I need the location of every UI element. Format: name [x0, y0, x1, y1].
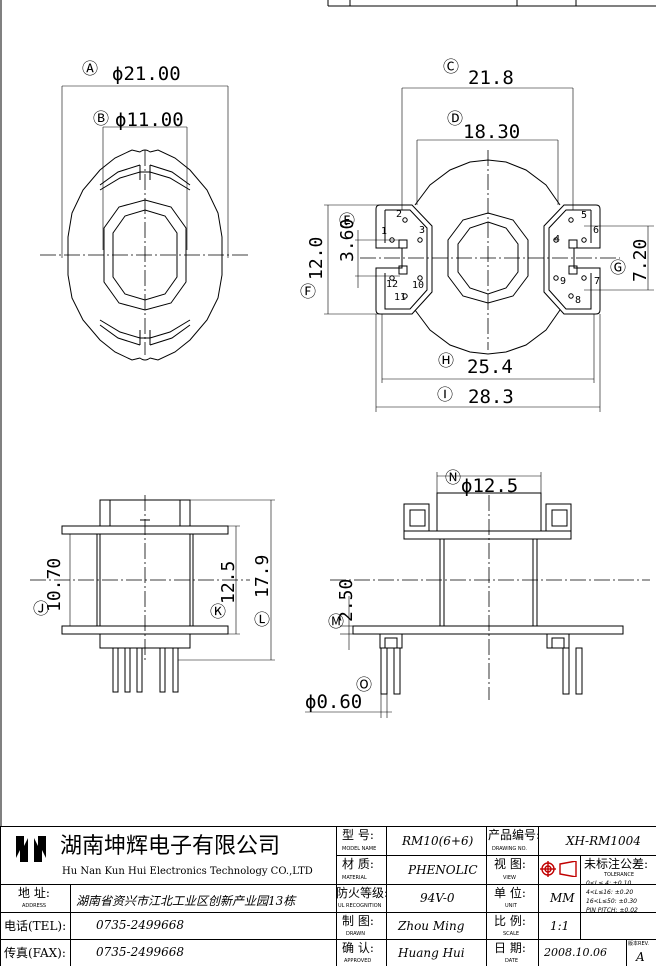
pin-4: 4	[554, 234, 560, 245]
tolerance-sub: TOLERANCE	[604, 872, 635, 878]
scale-value: 1:1	[550, 919, 570, 933]
pin-12: 12	[386, 279, 398, 290]
approved-value: Huang Hui	[398, 946, 465, 960]
pin-6: 6	[593, 225, 599, 236]
tolerance-title: 未标注公差:	[584, 857, 649, 871]
approved-sub: APPROVED	[344, 958, 372, 964]
company-logo	[14, 832, 48, 866]
label-l: Ⓛ	[254, 610, 270, 629]
drawing-no-value: XH-RM1004	[566, 834, 641, 848]
tel-value: 0735-2499668	[96, 918, 185, 932]
material-sub: MATERIAL	[342, 875, 367, 881]
unit-label: 单 位:	[494, 886, 526, 900]
dim-o: ϕ0.60	[305, 691, 362, 713]
model-value: RM10(6+6)	[402, 834, 474, 848]
dim-m: 2.50	[336, 579, 357, 622]
date-sub: DATE	[505, 958, 519, 964]
model-label: 型 号:	[342, 828, 374, 842]
label-m: Ⓜ	[328, 612, 344, 631]
side-view: Ⓙ 10.70 Ⓚ 12.5 Ⓛ 17.9	[30, 495, 275, 693]
company-name-cn: 湖南坤辉电子有限公司	[60, 834, 281, 859]
label-a: Ⓐ	[82, 59, 98, 78]
drawing-no-sub: DRAWING NO.	[492, 846, 527, 852]
dim-l: 17.9	[252, 555, 273, 598]
pin-5: 5	[581, 210, 587, 221]
top-view: Ⓐ ϕ21.00 Ⓑ ϕ11.00	[40, 59, 250, 361]
fax-label: 传真(FAX):	[4, 946, 66, 960]
label-k: Ⓚ	[210, 602, 226, 621]
label-e: Ⓔ	[339, 211, 355, 230]
drawing-no-label: 产品编号:	[488, 828, 541, 842]
material-label: 材 质:	[342, 857, 374, 871]
date-label: 日 期:	[494, 941, 526, 955]
address-value: 湖南省资兴市江北工业区创新产业园13栋	[76, 894, 296, 908]
view-sub: VIEW	[503, 875, 516, 881]
tolerance-row-4: PIN PITCH: ±0.02	[586, 907, 638, 914]
rev-value: A	[636, 950, 645, 964]
label-d: Ⓓ	[447, 109, 463, 128]
dim-b: ϕ11.00	[115, 109, 184, 131]
pin-8: 8	[575, 295, 581, 306]
dim-f: 12.0	[306, 237, 327, 280]
dim-n: ϕ12.5	[461, 475, 518, 497]
pin-3: 3	[419, 225, 425, 236]
tolerance-row-1: 0<L≤ 4: ±0.10	[586, 880, 632, 887]
label-h: Ⓗ	[438, 351, 454, 370]
flame-label: 防火等级:	[336, 886, 389, 900]
label-b: Ⓑ	[93, 109, 109, 128]
dim-k: 12.5	[218, 561, 239, 604]
address-label: 地 址:	[18, 886, 50, 900]
date-value: 2008.10.06	[544, 946, 607, 959]
dim-e: 3.60	[337, 219, 358, 262]
approved-label: 确 认:	[342, 941, 374, 955]
scale-label: 比 例:	[494, 914, 526, 928]
label-j: Ⓙ	[33, 599, 49, 618]
pin-9: 9	[560, 276, 566, 287]
pin-10: 10	[412, 280, 424, 291]
dim-a: ϕ21.00	[112, 63, 181, 85]
unit-value: MM	[550, 891, 575, 905]
tolerance-row-3: 16<L≤50: ±0.30	[586, 898, 637, 905]
label-o: Ⓞ	[356, 675, 372, 694]
label-i: Ⓘ	[437, 385, 453, 404]
drawn-sub: DRAWN	[346, 931, 365, 937]
drawn-value: Zhou Ming	[398, 919, 465, 933]
flame-sub: UL RECOGNITION	[338, 903, 382, 909]
company-name-en: Hu Nan Kun Hui Electronics Technology CO…	[62, 866, 313, 877]
address-sub: ADDRESS	[22, 903, 47, 909]
fax-value: 0735-2499668	[96, 945, 185, 959]
dim-j: 10.70	[44, 558, 65, 612]
drawn-label: 制 图:	[342, 914, 374, 928]
model-sub: MODEL NAME	[342, 846, 377, 852]
technical-drawing: Ⓐ ϕ21.00 Ⓑ ϕ11.00 1 2 3 10 11	[0, 0, 656, 826]
tolerance-row-2: 4<L≤16: ±0.20	[586, 889, 634, 896]
pin-2: 2	[396, 209, 402, 220]
rev-label: 版本REV.	[628, 941, 649, 947]
dim-d: 18.30	[463, 121, 520, 143]
pin-11: 11	[394, 292, 406, 303]
dim-i: 28.3	[468, 386, 514, 408]
material-value: PHENOLIC	[408, 863, 478, 877]
label-g: Ⓖ	[610, 258, 626, 277]
dim-c: 21.8	[468, 67, 514, 89]
top-table-stub	[0, 0, 656, 826]
label-c: Ⓒ	[443, 57, 459, 76]
title-block: 湖南坤辉电子有限公司 Hu Nan Kun Hui Electronics Te…	[0, 826, 656, 966]
dim-h: 25.4	[467, 356, 513, 378]
label-n: Ⓝ	[445, 468, 461, 487]
scale-sub: SCALE	[503, 931, 520, 937]
flame-value: 94V-0	[420, 891, 455, 905]
unit-sub: UNIT	[505, 903, 517, 909]
tel-label: 电话(TEL):	[4, 919, 67, 933]
section-view: Ⓝ ϕ12.5 Ⓜ 2.50 Ⓞ ϕ0.60	[305, 468, 650, 718]
projection-symbol-icon	[540, 860, 578, 878]
pin-1: 1	[381, 226, 387, 237]
pin-7: 7	[594, 276, 600, 287]
front-view: 1 2 3 10 11 12 4 5 6 7 8 9 Ⓒ 21.8 Ⓓ	[300, 57, 654, 412]
label-f: Ⓕ	[300, 282, 316, 301]
dim-g: 7.20	[630, 239, 651, 282]
view-label: 视 图:	[494, 857, 526, 871]
